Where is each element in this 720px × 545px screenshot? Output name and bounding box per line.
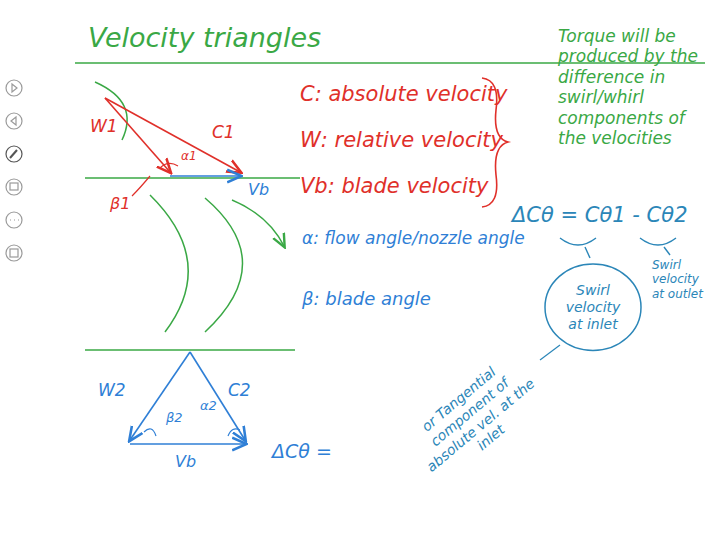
angle-label: β2 <box>166 410 183 426</box>
vector-label: C2 <box>228 380 251 400</box>
angle-label: β1 <box>110 194 130 213</box>
equation-text: ΔCθ = <box>272 440 332 463</box>
angle-label: α2 <box>200 398 217 414</box>
vector-label: W2 <box>98 380 126 400</box>
sidebar-icons <box>6 80 22 261</box>
vector-label: Vb <box>248 180 269 199</box>
note-text: or Tangential component of absolute vel.… <box>400 348 550 489</box>
definition-text: C: absolute velocity <box>300 82 507 107</box>
equation-text: ΔCθ = Cθ1 - Cθ2 <box>512 203 688 228</box>
vector-label: W1 <box>90 116 118 136</box>
swirl-text: Swirl velocity at inlet <box>557 282 629 332</box>
swirl-ellipse: Swirl velocity at inlet <box>543 262 643 352</box>
definition-text: β: blade angle <box>302 288 431 310</box>
definition-text: W: relative velocity <box>300 128 503 153</box>
note-text: Swirl velocity at outlet <box>652 258 714 301</box>
definition-text: α: flow angle/nozzle angle <box>302 228 525 248</box>
note-text: Torque will be produced by the differenc… <box>558 26 708 148</box>
vector-label: Vb <box>175 452 196 471</box>
vector-label: C1 <box>212 122 235 142</box>
angle-label: α1 <box>181 149 197 163</box>
definition-text: Vb: blade velocity <box>300 174 488 199</box>
slide-title: Velocity triangles <box>88 22 321 53</box>
